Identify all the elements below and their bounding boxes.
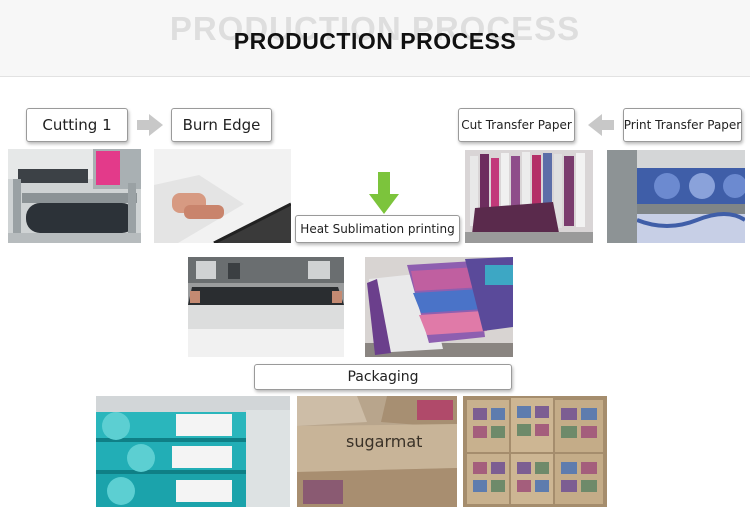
photo-print-transfer-paper	[607, 150, 745, 243]
step-label-print-transfer-paper: Print Transfer Paper	[623, 108, 742, 142]
step-label-cut-transfer-paper: Cut Transfer Paper	[458, 108, 575, 142]
arrow-right-icon	[137, 114, 163, 136]
arrow-down-icon	[369, 172, 399, 214]
step-label-heat-sublimation: Heat Sublimation printing	[295, 215, 460, 243]
page-title: PRODUCTION PROCESS	[233, 28, 517, 54]
step-label-burn-edge: Burn Edge	[171, 108, 272, 142]
photo-cutting-machine	[8, 149, 141, 243]
photo-packed-boxes	[463, 396, 607, 507]
box-brand-text: sugarmat	[346, 432, 423, 451]
step-label-cutting: Cutting 1	[26, 108, 128, 142]
photo-heat-press-machine	[188, 257, 344, 357]
photo-burn-edge	[154, 149, 291, 243]
header-band: PRODUCTION PROCESS PRODUCTION PROCESS	[0, 0, 750, 77]
step-label-packaging: Packaging	[254, 364, 512, 390]
photo-sugarmat-box	[297, 396, 457, 507]
photo-cut-transfer-paper	[465, 150, 593, 243]
arrow-left-icon	[588, 114, 614, 136]
photo-rolled-mats	[96, 396, 290, 507]
header-ghost-title: PRODUCTION PROCESS	[169, 10, 581, 47]
photo-printed-mats-stack	[365, 257, 513, 357]
